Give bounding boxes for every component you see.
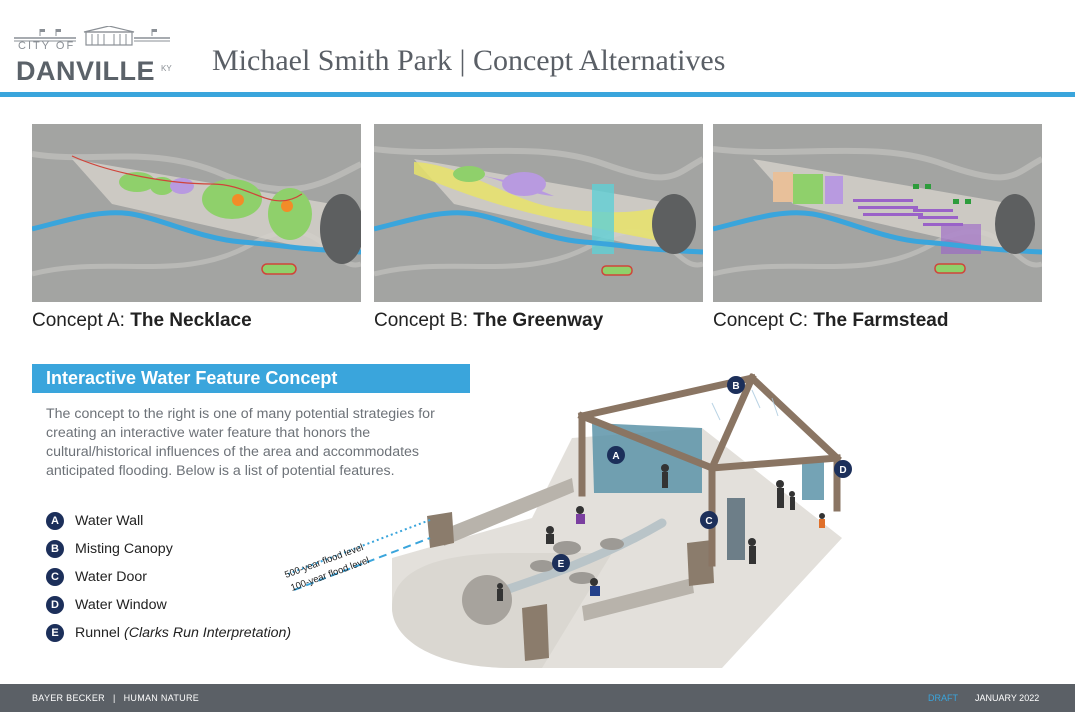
- concept-c-caption: Concept C: The Farmstead: [713, 310, 1042, 332]
- feature-label: Runnel: [75, 625, 120, 641]
- water-feature-illustration: 500-year flood level 100-year flood leve…: [282, 368, 870, 668]
- feature-label: Water Wall: [75, 513, 144, 529]
- feature-label: Water Door: [75, 569, 148, 585]
- badge-e: E: [46, 624, 64, 642]
- callout-a-label: A: [612, 451, 619, 462]
- badge-d: D: [46, 596, 64, 614]
- section-title: Interactive Water Feature Concept: [46, 368, 338, 388]
- concept-a-map: [32, 124, 361, 302]
- feature-item-misting-canopy: B Misting Canopy: [46, 535, 291, 563]
- logo-city-name: DANVILLE: [16, 56, 155, 86]
- callout-d: D: [834, 460, 852, 478]
- footer-separator: |: [112, 693, 116, 703]
- callout-c: C: [700, 511, 718, 529]
- callout-d-label: D: [839, 465, 846, 476]
- footer-status: DRAFT: [928, 693, 958, 703]
- badge-c: C: [46, 568, 64, 586]
- logo-city-of: CITY OF: [18, 40, 76, 52]
- feature-item-water-door: C Water Door: [46, 563, 291, 591]
- logo-state: KY: [161, 64, 172, 73]
- callout-b: B: [727, 376, 745, 394]
- concept-b-caption: Concept B: The Greenway: [374, 310, 703, 332]
- feature-item-water-window: D Water Window: [46, 591, 291, 619]
- badge-a: A: [46, 512, 64, 530]
- concept-a-prefix: Concept A:: [32, 310, 131, 331]
- concept-a: Concept A: The Necklace: [32, 124, 361, 332]
- footer-credits: BAYER BECKER | HUMAN NATURE: [32, 693, 199, 703]
- badge-b: B: [46, 540, 64, 558]
- section-header-bar: Interactive Water Feature Concept: [32, 364, 470, 393]
- page-title: Michael Smith Park | Concept Alternative…: [212, 44, 726, 77]
- feature-item-water-wall: A Water Wall: [46, 507, 291, 535]
- concept-b-prefix: Concept B:: [374, 310, 474, 331]
- footer-date: JANUARY 2022: [975, 693, 1040, 703]
- callout-e: E: [552, 554, 570, 572]
- callout-e-label: E: [558, 559, 565, 570]
- intro-paragraph: The concept to the right is one of many …: [46, 406, 435, 479]
- concept-a-caption: Concept A: The Necklace: [32, 310, 361, 332]
- footer-bar: BAYER BECKER | HUMAN NATURE DRAFT JANUARY …: [0, 684, 1075, 712]
- callout-c-label: C: [705, 516, 712, 527]
- header-divider: [0, 92, 1075, 97]
- city-hall-icon: [14, 26, 170, 46]
- feature-note: (Clarks Run Interpretation): [123, 625, 292, 641]
- feature-item-runnel: E Runnel (Clarks Run Interpretation): [46, 619, 291, 647]
- concept-c-name: The Farmstead: [813, 310, 949, 331]
- callout-b-label: B: [732, 381, 739, 392]
- concept-c-prefix: Concept C:: [713, 310, 814, 331]
- footer-firm: BAYER BECKER: [32, 693, 105, 703]
- feature-label: Water Window: [75, 597, 167, 613]
- concept-b-map: [374, 124, 703, 302]
- city-logo: CITY OF DANVILLE KY: [14, 26, 174, 88]
- concept-c-map: [713, 124, 1042, 302]
- callout-a: A: [607, 446, 625, 464]
- footer-tagline: HUMAN NATURE: [123, 693, 200, 703]
- concept-b-name: The Greenway: [473, 310, 604, 331]
- concept-b: Concept B: The Greenway: [374, 124, 703, 332]
- feature-label: Misting Canopy: [75, 541, 173, 557]
- concept-a-name: The Necklace: [130, 310, 252, 331]
- feature-list: A Water Wall B Misting Canopy C Water Do…: [46, 507, 291, 647]
- concept-c: Concept C: The Farmstead: [713, 124, 1042, 332]
